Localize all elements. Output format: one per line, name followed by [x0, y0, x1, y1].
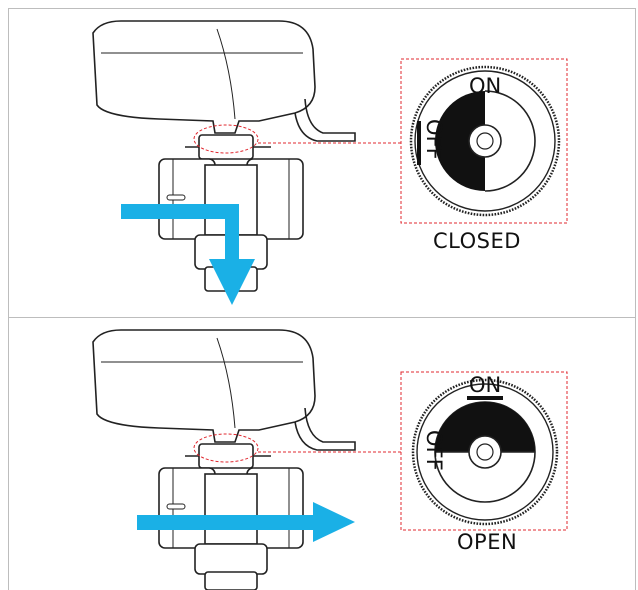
actuator-body — [92, 329, 356, 451]
open-illustration: ON OFF — [92, 329, 568, 590]
actuator-body — [92, 20, 356, 142]
dial-handle-vertical — [435, 91, 485, 191]
detail-box — [400, 58, 568, 224]
open-panel: ON OFF OPEN — [8, 318, 636, 590]
dial-handle-horizontal — [435, 402, 535, 452]
flow-arrow-down — [121, 204, 255, 305]
detail-circle — [193, 124, 259, 154]
detail-box — [400, 371, 568, 531]
dial-off-label: OFF — [422, 119, 446, 160]
valve-body — [158, 443, 304, 590]
selector-dial-open: ON OFF — [411, 373, 559, 526]
state-label-open: OPEN — [457, 530, 518, 554]
dial-off-label: OFF — [422, 430, 446, 471]
off-position-marker — [417, 121, 421, 165]
on-position-marker — [467, 396, 503, 400]
selector-dial-closed: ON OFF — [409, 65, 561, 217]
detail-circle — [193, 433, 259, 463]
closed-illustration: ON OFF — [92, 20, 568, 305]
dial-on-label: ON — [469, 74, 501, 98]
flow-arrow-through — [137, 502, 355, 542]
state-label-closed: CLOSED — [433, 229, 521, 253]
closed-panel: ON OFF CLOSED — [8, 8, 636, 318]
dial-on-label: ON — [469, 373, 501, 397]
